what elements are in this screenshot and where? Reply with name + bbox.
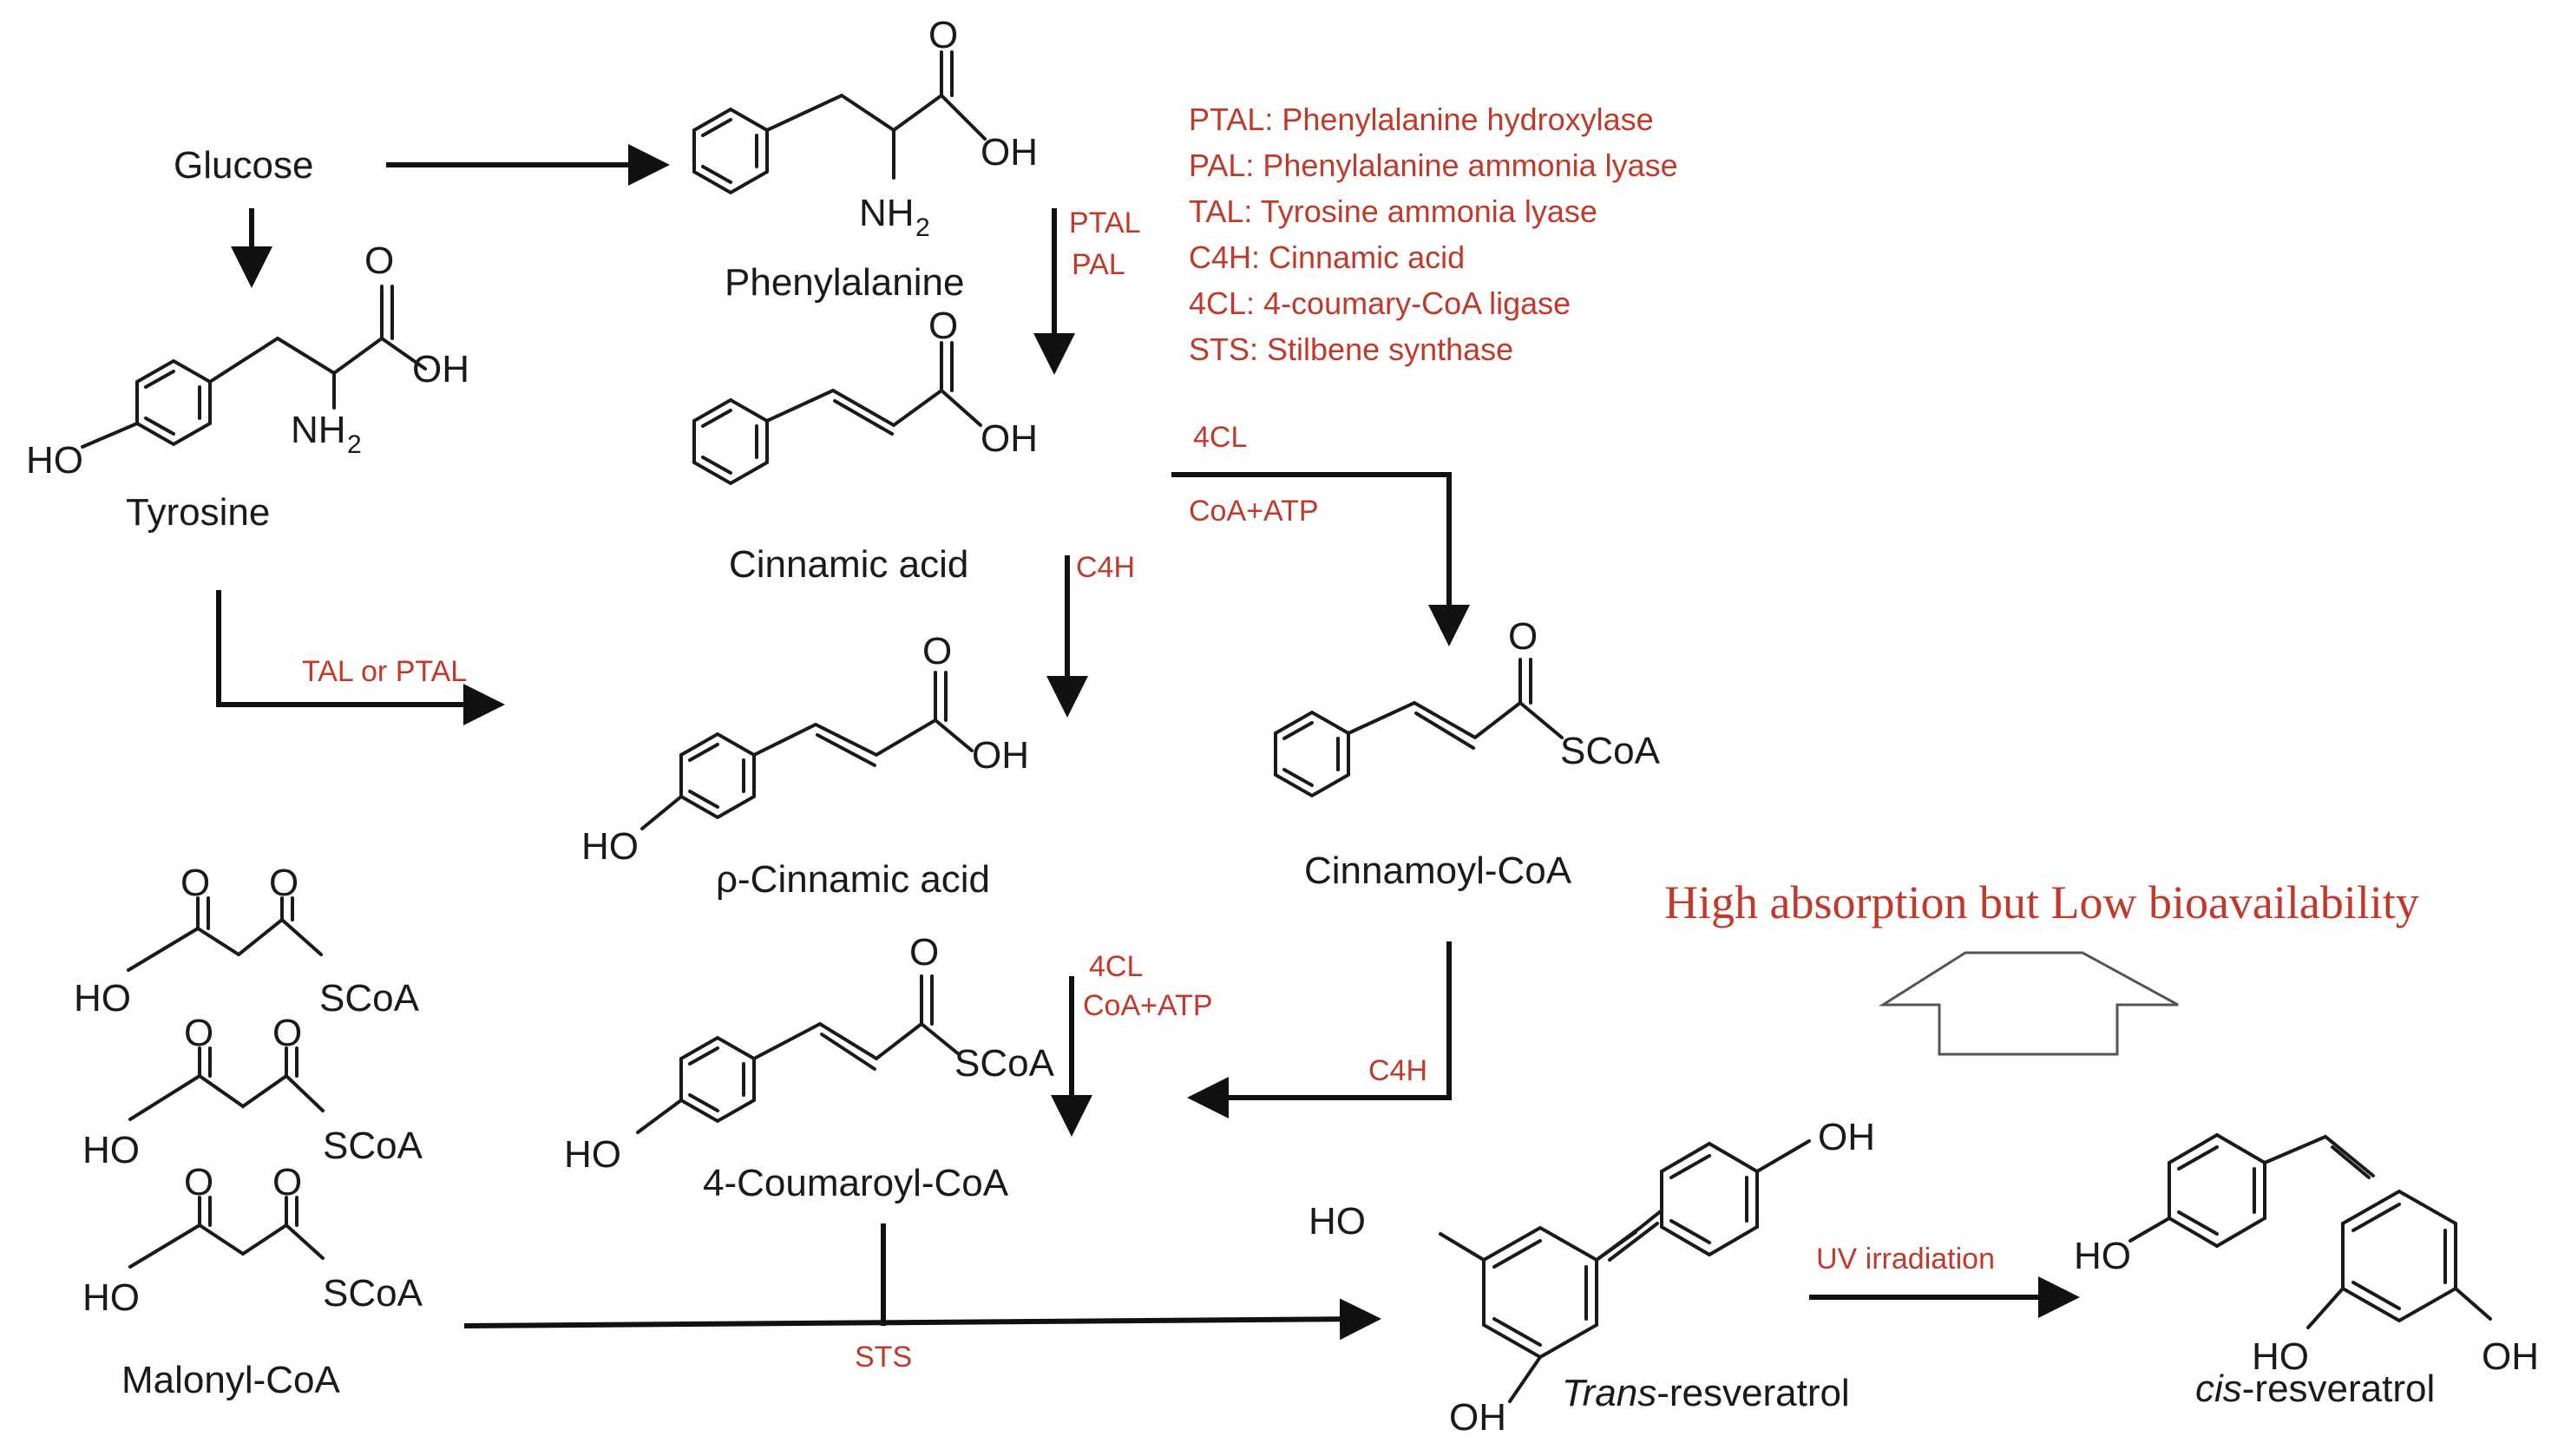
- enzyme-c4h-1: C4H: [1076, 551, 1135, 584]
- coumaroyl-coa-structure: O SCoA HO: [564, 931, 1055, 1176]
- svg-text:O: O: [272, 1012, 302, 1054]
- enzyme-coa-atp-1: CoA+ATP: [1189, 495, 1319, 528]
- phenylalanine-label: Phenylalanine: [725, 261, 964, 304]
- cinnamic-acid-structure: O OH: [692, 305, 1038, 486]
- legend-line: PAL: Phenylalanine ammonia lyase: [1189, 148, 1678, 183]
- up-arrow-outline: [1878, 951, 2179, 1056]
- legend-line: C4H: Cinnamic acid: [1189, 239, 1465, 275]
- svg-text:SCoA: SCoA: [1560, 730, 1661, 772]
- malonyl-coa-structure: O O HO SCoA: [74, 862, 420, 1020]
- svg-text:O: O: [184, 1012, 213, 1054]
- svg-text:SCoA: SCoA: [323, 1272, 423, 1315]
- svg-text:HO: HO: [2074, 1235, 2131, 1277]
- svg-text:O: O: [1508, 615, 1538, 658]
- cinnamic-acid-label: Cinnamic acid: [729, 543, 968, 586]
- svg-text:O: O: [928, 14, 958, 56]
- p-cinnamic-acid-label: ρ-Cinnamic acid: [716, 858, 990, 901]
- svg-text:NH: NH: [859, 192, 915, 234]
- svg-text:SCoA: SCoA: [323, 1125, 423, 1167]
- coumaroyl-coa-label: 4-Coumaroyl-CoA: [703, 1162, 1009, 1204]
- cis-resveratrol-structure: HO HO OH: [2074, 1132, 2539, 1378]
- arrow-cinnamic-to-cinnamoyl-coa: [1171, 472, 1470, 646]
- legend-line: PTAL: Phenylalanine hydroxylase: [1189, 102, 1654, 137]
- enzyme-uv-irradiation: UV irradiation: [1816, 1243, 1995, 1276]
- svg-text:HO: HO: [82, 1129, 140, 1171]
- arrow-tyrosine-to-p-cinnamic: [216, 590, 505, 725]
- svg-text:HO: HO: [74, 977, 131, 1020]
- enzyme-4cl-2: 4CL: [1089, 950, 1143, 983]
- malonyl-coa-structure: O O HO SCoA: [82, 1161, 423, 1319]
- glucose-label: Glucose: [174, 144, 313, 187]
- enzyme-sts: STS: [855, 1341, 912, 1374]
- svg-text:HO: HO: [1309, 1200, 1366, 1243]
- svg-text:O: O: [909, 931, 939, 974]
- legend-line: STS: Stilbene synthase: [1189, 331, 1513, 367]
- svg-text:HO: HO: [26, 439, 83, 482]
- enzyme-coa-atp-2: CoA+ATP: [1083, 989, 1213, 1022]
- svg-text:OH: OH: [1449, 1396, 1506, 1439]
- enzyme-4cl-1: 4CL: [1193, 421, 1247, 454]
- arrow-sts-to-trans-resveratrol: [463, 1298, 1381, 1341]
- arrow-cinnamoyl-to-coumaroyl: [1187, 941, 1452, 1118]
- svg-text:O: O: [269, 862, 298, 904]
- annotation-text: High absorption but Low bioavailability: [1664, 876, 2419, 928]
- phenylalanine-structure: O OH NH 2: [692, 14, 1038, 242]
- enzyme-ptal-1: PTAL: [1069, 207, 1141, 239]
- svg-text:O: O: [180, 862, 210, 904]
- svg-text:OH: OH: [972, 734, 1029, 777]
- enzyme-pal-1: PAL: [1072, 248, 1125, 281]
- svg-text:O: O: [928, 305, 958, 347]
- svg-text:OH: OH: [412, 348, 469, 390]
- malonyl-coa-structure: O O HO SCoA: [82, 1012, 423, 1171]
- p-cinnamic-acid-structure: O OH HO: [581, 630, 1029, 868]
- svg-text:OH: OH: [1818, 1116, 1875, 1158]
- svg-text:HO: HO: [564, 1133, 621, 1176]
- svg-text:HO: HO: [2252, 1335, 2309, 1378]
- svg-text:O: O: [364, 239, 394, 282]
- svg-text:NH: NH: [291, 409, 346, 451]
- svg-text:2: 2: [915, 213, 930, 242]
- svg-text:HO: HO: [581, 825, 639, 868]
- svg-text:O: O: [184, 1161, 213, 1203]
- enzyme-legend: PTAL: Phenylalanine hydroxylase PAL: Phe…: [1189, 102, 1678, 367]
- legend-line: 4CL: 4-coumary-CoA ligase: [1189, 285, 1571, 321]
- svg-text:SCoA: SCoA: [954, 1042, 1055, 1085]
- trans-resveratrol-structure: HO OH OH: [1309, 1116, 1875, 1439]
- trans-resveratrol-label: Trans-resveratrol: [1562, 1372, 1850, 1414]
- svg-text:SCoA: SCoA: [319, 977, 420, 1020]
- svg-text:OH: OH: [981, 417, 1038, 460]
- legend-line: TAL: Tyrosine ammonia lyase: [1189, 193, 1597, 229]
- enzyme-tal-or-ptal: TAL or PTAL: [302, 655, 467, 688]
- cinnamoyl-coa-structure: O SCoA: [1274, 615, 1661, 798]
- cis-resveratrol-label: cis-resveratrol: [2195, 1367, 2435, 1410]
- malonyl-coa-label: Malonyl-CoA: [121, 1359, 341, 1401]
- svg-text:HO: HO: [82, 1276, 140, 1319]
- svg-text:OH: OH: [2482, 1335, 2539, 1378]
- svg-text:O: O: [272, 1161, 302, 1203]
- enzyme-c4h-2: C4H: [1368, 1054, 1427, 1087]
- cinnamoyl-coa-label: Cinnamoyl-CoA: [1304, 849, 1572, 892]
- tyrosine-label: Tyrosine: [126, 491, 270, 534]
- svg-text:2: 2: [347, 430, 362, 459]
- svg-text:O: O: [922, 630, 952, 672]
- svg-text:OH: OH: [981, 131, 1038, 174]
- tyrosine-structure: O OH NH 2 HO: [26, 239, 469, 482]
